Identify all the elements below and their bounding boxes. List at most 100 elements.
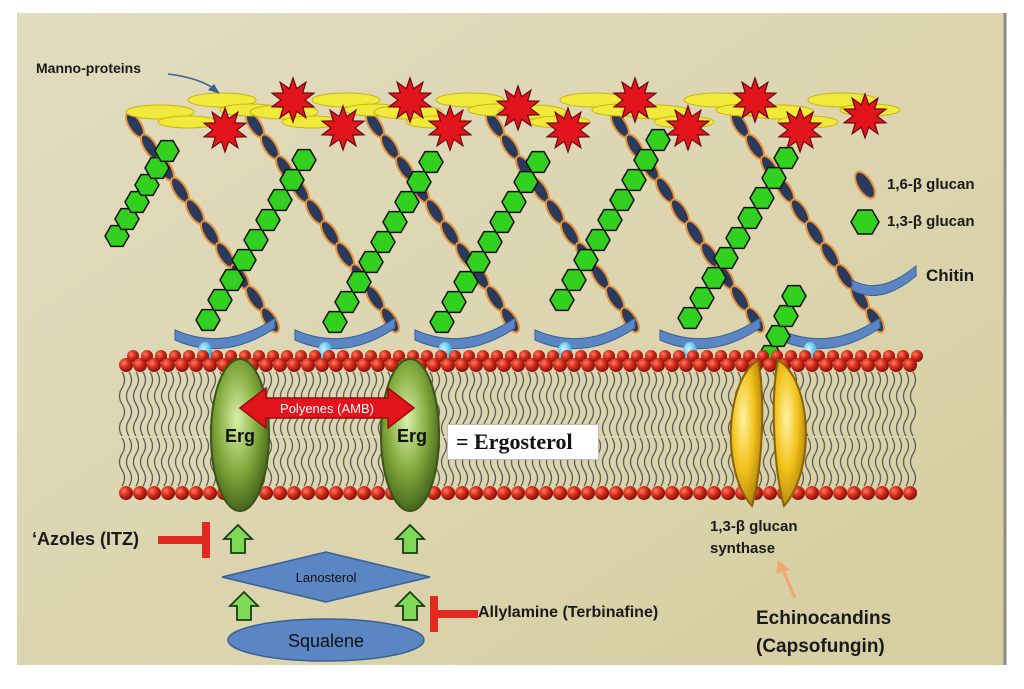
- lipid-head: [721, 486, 735, 500]
- lipid-head: [497, 358, 511, 372]
- azoles-inhibitor-bar: [158, 536, 202, 544]
- blue-arc-icon: [851, 264, 917, 297]
- glucan-13-unit: [154, 139, 180, 163]
- lipid-head: [609, 358, 623, 372]
- glucan-13-unit: [561, 268, 587, 292]
- glucan-13-unit: [255, 208, 281, 232]
- lipid-head: [847, 358, 861, 372]
- lipid-head: [679, 486, 693, 500]
- lipid-head: [497, 486, 511, 500]
- lipid-head: [259, 358, 273, 372]
- polyene-double-arrow: [238, 386, 416, 430]
- azoles-inhibitor-stop: [202, 522, 210, 558]
- lipid-head: [511, 486, 525, 500]
- lipid-head: [533, 350, 545, 362]
- glucan-13-unit: [737, 206, 763, 230]
- lipid-head: [197, 350, 209, 362]
- lipid-head: [183, 350, 195, 362]
- lipid-head: [309, 350, 321, 362]
- lipid-head: [169, 350, 181, 362]
- lipid-head: [127, 350, 139, 362]
- lipid-head: [147, 486, 161, 500]
- up-arrow: [227, 590, 261, 621]
- lipid-heads: [119, 350, 923, 500]
- lipid-head: [525, 358, 539, 372]
- mannan-chain: [311, 92, 381, 108]
- lipid-head: [211, 350, 223, 362]
- dark-ellipse-icon: [854, 170, 876, 200]
- lipid-head: [295, 350, 307, 362]
- echinocandins-label-line2: (Capsofungin): [756, 636, 885, 657]
- lipid-head: [875, 358, 889, 372]
- glucan-13-unit: [441, 290, 467, 314]
- lipid-head: [841, 350, 853, 362]
- lipid-head: [567, 486, 581, 500]
- glucan-13-unit: [394, 190, 420, 214]
- lipid-head: [225, 350, 237, 362]
- lipid-head: [897, 350, 909, 362]
- polyenes-label: Polyenes (AMB): [280, 401, 374, 416]
- lipid-head: [547, 350, 559, 362]
- lipid-head: [351, 350, 363, 362]
- lipid-head: [477, 350, 489, 362]
- lipid-head: [147, 358, 161, 372]
- lipid-head: [371, 358, 385, 372]
- mannan-chain: [187, 92, 257, 108]
- glucan-13-unit: [465, 250, 491, 274]
- manno-proteins-label: Manno-proteins: [36, 60, 141, 76]
- lipid-head: [819, 486, 833, 500]
- lipid-head: [609, 486, 623, 500]
- lipid-head: [203, 486, 217, 500]
- erg-label-right: Erg: [397, 426, 427, 446]
- lipid-head: [161, 358, 175, 372]
- lipid-head: [729, 350, 741, 362]
- lipid-head: [799, 350, 811, 362]
- lipid-head: [511, 358, 525, 372]
- lipid-head: [519, 350, 531, 362]
- lipid-head: [469, 358, 483, 372]
- lipid-head: [119, 486, 133, 500]
- mannoprotein-star: [545, 106, 591, 154]
- glucan-13-unit: [621, 168, 647, 192]
- glucan-13-unit: [346, 270, 372, 294]
- lipid-head: [623, 358, 637, 372]
- lipid-head: [637, 486, 651, 500]
- ergosterol-legend-text: = Ergosterol: [456, 429, 573, 454]
- lipid-head: [455, 486, 469, 500]
- lipid-head: [435, 350, 447, 362]
- lipid-head: [329, 486, 343, 500]
- lipid-head: [161, 486, 175, 500]
- lipid-head: [119, 358, 133, 372]
- lipid-head: [701, 350, 713, 362]
- lipid-head: [827, 350, 839, 362]
- glucan-13-unit: [267, 188, 293, 212]
- lipid-head: [911, 350, 923, 362]
- mannoprotein-star: [732, 76, 778, 124]
- lipid-head: [273, 486, 287, 500]
- glucan-13-unit: [645, 128, 671, 152]
- lipid-head: [791, 358, 805, 372]
- lipid-head: [631, 350, 643, 362]
- lipid-head: [379, 350, 391, 362]
- lipid-head: [903, 358, 917, 372]
- lipid-head: [287, 486, 301, 500]
- lipid-head: [539, 358, 553, 372]
- lipid-head: [287, 358, 301, 372]
- lipid-head: [329, 358, 343, 372]
- glucan-13-unit: [761, 166, 787, 190]
- lipid-head: [883, 350, 895, 362]
- lipid-head: [133, 486, 147, 500]
- lipid-head: [889, 486, 903, 500]
- lipid-head: [735, 358, 749, 372]
- lipid-head: [175, 486, 189, 500]
- lipid-head: [833, 358, 847, 372]
- lanosterol-shape: [221, 551, 431, 603]
- lipid-head: [449, 350, 461, 362]
- lipid-head: [847, 486, 861, 500]
- glucan-13-unit: [429, 310, 455, 334]
- lipid-head: [903, 486, 917, 500]
- lipid-head: [189, 358, 203, 372]
- lipid-head: [603, 350, 615, 362]
- lipid-head: [581, 486, 595, 500]
